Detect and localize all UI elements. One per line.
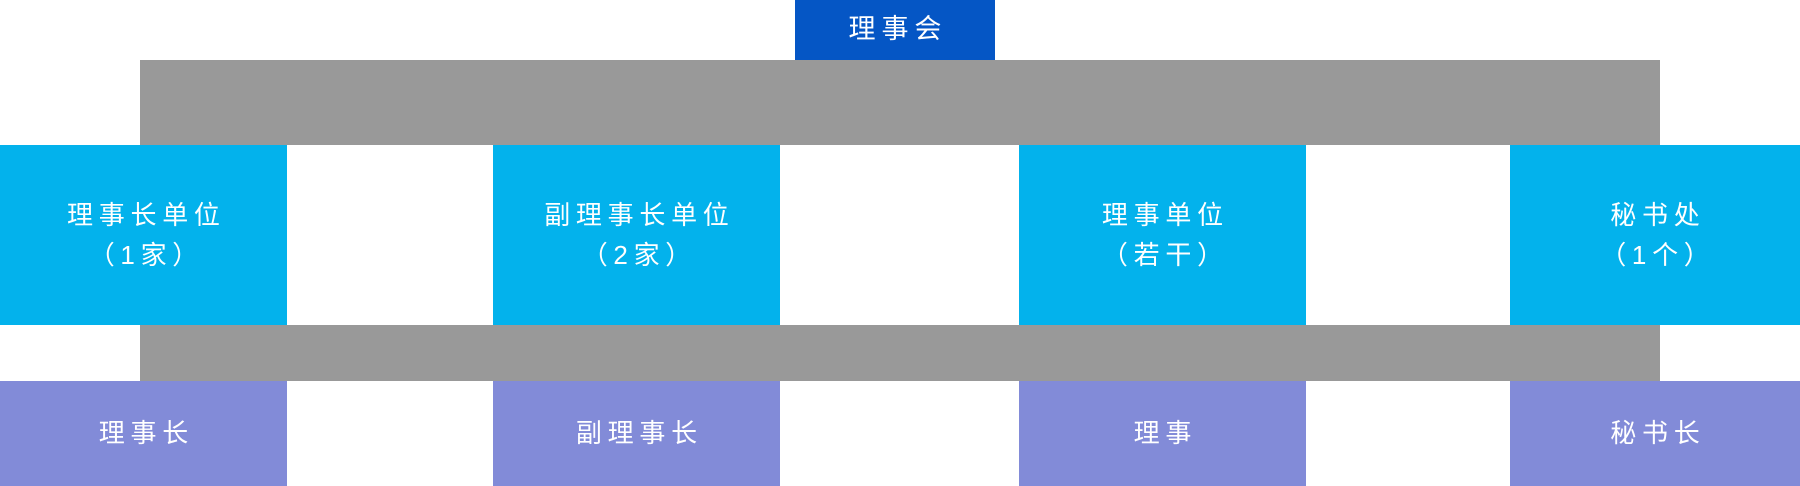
connector-bar-units-to-roles <box>140 325 1660 381</box>
node-unit-secretariat[interactable]: 秘书处 （1个） <box>1510 145 1800 325</box>
node-role-vice-chairman[interactable]: 副理事长 <box>493 381 780 486</box>
node-unit-chairman-organization-count: （1家） <box>88 240 205 270</box>
node-unit-vice-chairman-organization-label: 副理事长单位 <box>544 199 735 230</box>
node-unit-director-organization-label: 理事单位 <box>1101 199 1229 230</box>
node-unit-vice-chairman-organization[interactable]: 副理事长单位 （2家） <box>493 145 780 325</box>
node-unit-secretariat-label: 秘书处 <box>1610 199 1706 230</box>
node-role-director[interactable]: 理事 <box>1019 381 1306 486</box>
node-role-director-label: 理事 <box>1133 418 1198 449</box>
node-unit-director-organization-count: （若干） <box>1101 240 1229 270</box>
node-role-secretary-general-label: 秘书长 <box>1610 418 1706 449</box>
node-board-of-directors[interactable]: 理事会 <box>795 0 995 60</box>
node-role-secretary-general[interactable]: 秘书长 <box>1510 381 1800 486</box>
node-unit-vice-chairman-organization-count: （2家） <box>581 240 698 270</box>
node-role-chairman[interactable]: 理事长 <box>0 381 287 486</box>
node-role-chairman-label: 理事长 <box>98 418 194 449</box>
node-role-vice-chairman-label: 副理事长 <box>575 418 703 449</box>
node-unit-director-organization[interactable]: 理事单位 （若干） <box>1019 145 1306 325</box>
node-unit-chairman-organization[interactable]: 理事长单位 （1家） <box>0 145 287 325</box>
node-unit-secretariat-count: （1个） <box>1600 240 1716 270</box>
node-board-of-directors-label: 理事会 <box>848 14 948 45</box>
node-unit-chairman-organization-label: 理事长单位 <box>67 199 226 230</box>
connector-bar-root-to-units <box>140 60 1660 145</box>
